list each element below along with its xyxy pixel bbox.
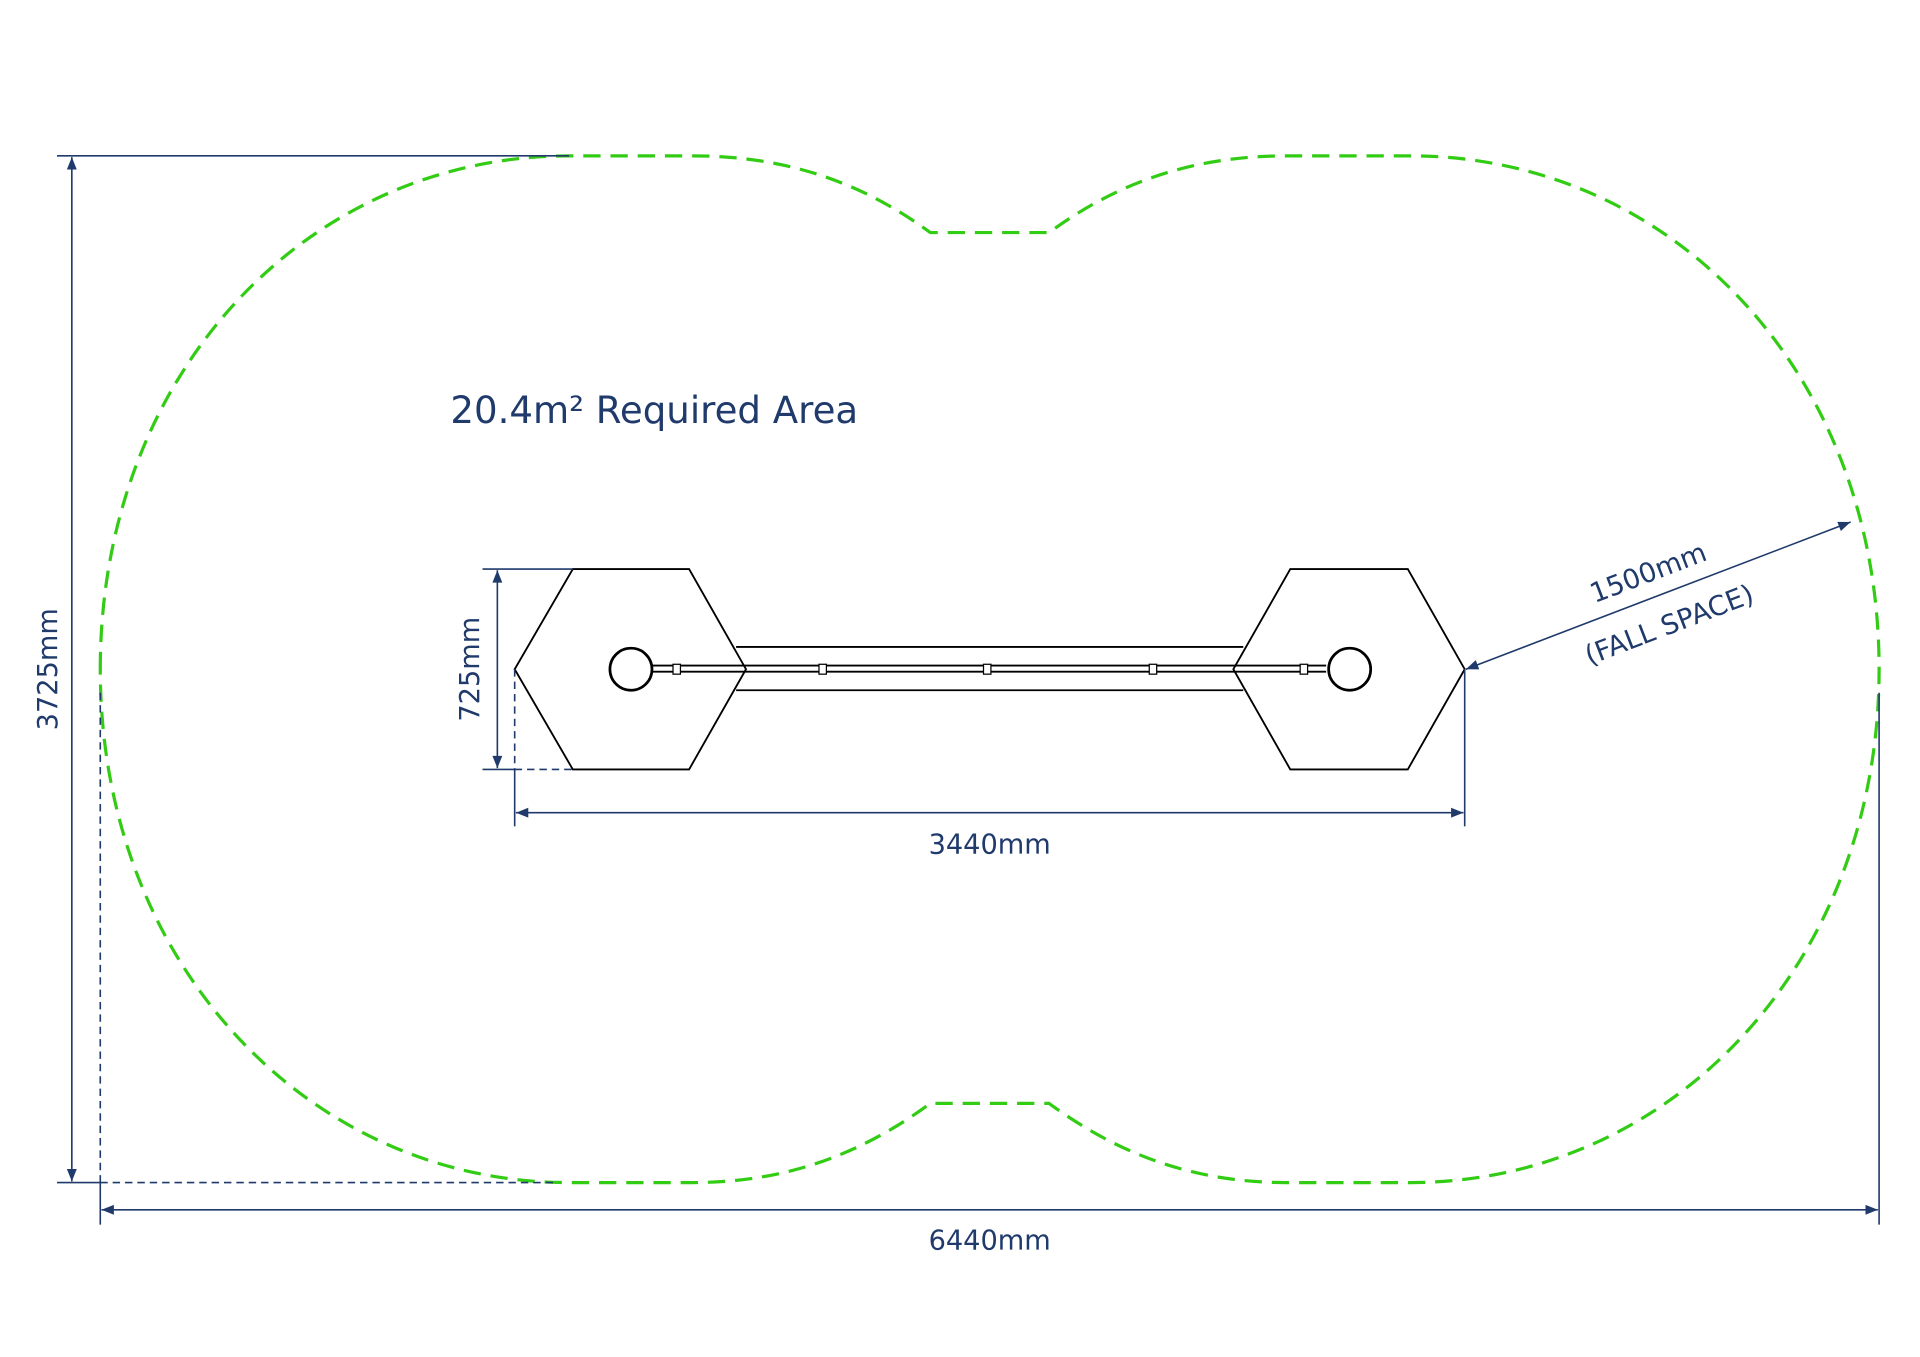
required-area-title: 20.4m² Required Area	[450, 389, 858, 432]
equipment-width-label: 725mm	[455, 617, 486, 722]
left-hexagon-platform	[513, 568, 748, 771]
equipment	[513, 568, 1466, 771]
overall-width-label: 3725mm	[33, 608, 64, 730]
fall-zone-outline	[98, 154, 1881, 1185]
left-post	[608, 646, 654, 692]
overall-dimension-lines	[56, 155, 1880, 1225]
right-hexagon-platform	[1232, 568, 1466, 771]
equipment-dimension-lines	[482, 521, 1851, 827]
overall-length-label: 6440mm	[929, 1225, 1051, 1256]
rope-connectors	[672, 663, 1309, 675]
fall-space-arrow	[1465, 521, 1851, 670]
equipment-length-label: 3440mm	[929, 830, 1051, 861]
right-post	[1327, 646, 1373, 692]
